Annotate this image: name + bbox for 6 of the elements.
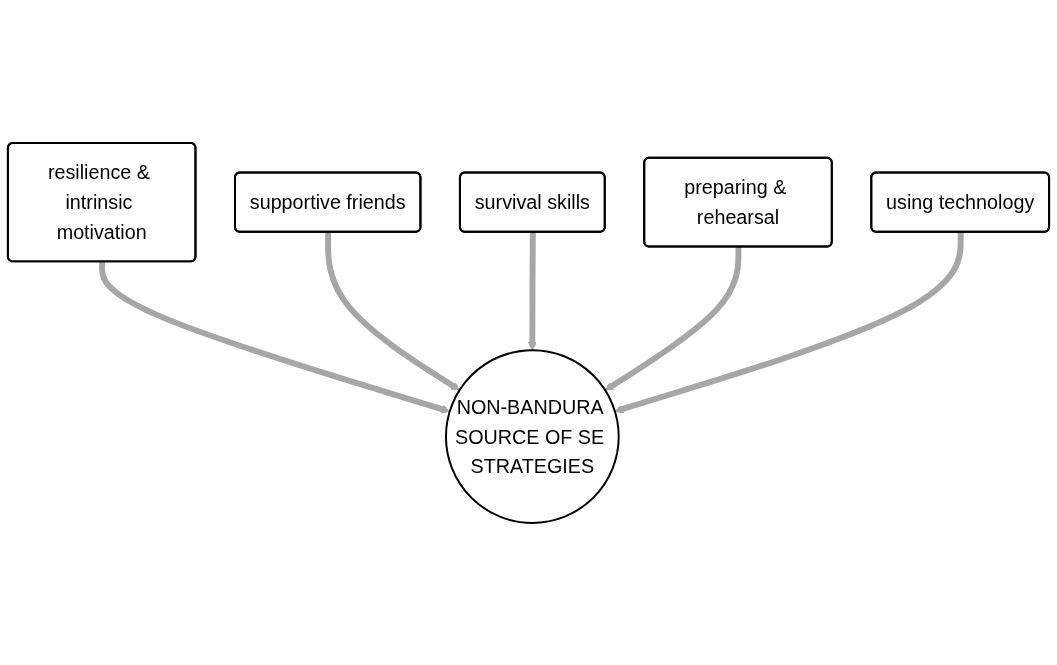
- arrow: [99, 261, 451, 413]
- arrow: [325, 231, 460, 391]
- arrow: [528, 231, 537, 351]
- arrow: [604, 246, 742, 391]
- node-circle: NON-BANDURA SOURCE OF SE STRATEGIES: [444, 348, 620, 524]
- arrow: [614, 231, 964, 413]
